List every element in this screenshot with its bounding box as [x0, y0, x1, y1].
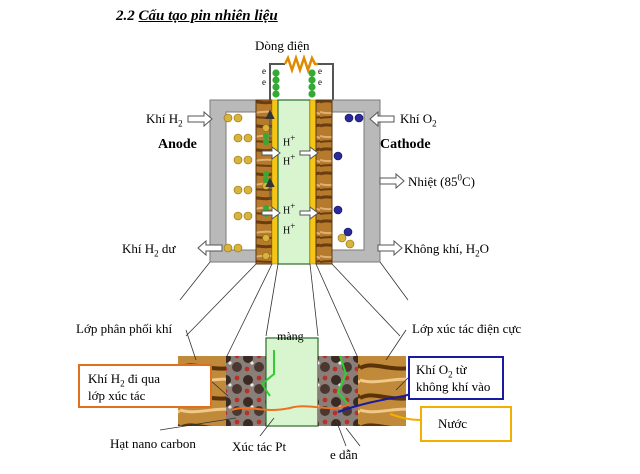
electron-stack-right	[308, 69, 316, 98]
cathode-frame	[329, 99, 381, 263]
conduction-paths	[231, 350, 431, 421]
section-title: Cấu tạo pin nhiên liệu	[138, 8, 278, 24]
proton-label-2: H+	[283, 152, 296, 168]
electron-stack-left	[272, 69, 280, 98]
water-callout-box: Nước	[420, 406, 512, 442]
left-catalyst-layer	[226, 356, 266, 426]
h2-in-arrow	[187, 110, 213, 128]
water-label: Nước	[438, 416, 468, 431]
h2-box-line1: Khí H2 đi qua	[88, 371, 161, 389]
air-out-post: O	[479, 241, 490, 256]
h2-out-text: Khí H	[122, 241, 155, 256]
air-out-sub: 2	[475, 248, 480, 259]
pt-catalyst-label: Xúc tác Pt	[232, 439, 287, 454]
o2-callout-box: Khí O2 từ không khí vào	[408, 356, 504, 400]
heat-pre: Nhiệt (85	[408, 174, 458, 189]
external-circuit	[269, 54, 334, 100]
proton-label-4: H+	[283, 221, 296, 237]
section-number: 2.2	[116, 8, 135, 24]
heat-label: Nhiệt (850C)	[408, 172, 475, 189]
air-out-label: Không khí, H2O	[404, 241, 490, 258]
cathode-label: Cathode	[380, 137, 431, 152]
current-label: Dòng điện	[255, 38, 310, 53]
cathode-diffusion-layer	[315, 99, 333, 265]
h2-box-line2: lớp xúc tác	[88, 388, 146, 403]
cathode-catalyst-strip	[309, 99, 317, 265]
o2-box-line2: không khí vào	[416, 379, 491, 394]
proton-label-3: H+	[283, 201, 296, 217]
membrane-label: màng	[277, 329, 304, 343]
e-conduct-label: e dẫn	[330, 447, 358, 462]
o2-in-text: Khí O	[400, 111, 433, 126]
h2-in-label: Khí H2	[146, 111, 183, 128]
anode-label: Anode	[158, 137, 197, 152]
o2-in-label: Khí O2	[400, 111, 437, 128]
membrane	[277, 99, 311, 265]
heat-post: C)	[461, 174, 475, 189]
air-out-arrow	[377, 239, 403, 257]
o2-in-sub: 2	[432, 118, 437, 129]
h2-out-label: Khí H2 dư	[122, 241, 176, 258]
o2-in-arrow	[369, 110, 395, 128]
h2-out-post: dư	[158, 241, 176, 256]
right-gas-diffusion-layer	[358, 356, 406, 426]
electron-label-left-2: e	[262, 77, 266, 87]
heat-sup: 0	[457, 172, 462, 183]
zoom-lines	[179, 261, 409, 359]
catalyst-layer-label: Lớp xúc tác điện cực	[412, 321, 522, 336]
heat-arrow	[379, 172, 405, 190]
o2-box-line1: Khí O2 từ	[416, 362, 467, 380]
resistor-icon	[283, 54, 318, 74]
air-out-text: Không khí, H	[404, 241, 476, 256]
callout-lines	[159, 329, 411, 447]
o2-particles	[333, 113, 364, 237]
electron-label-left-1: e	[262, 66, 266, 76]
electron-label-right-1: e	[318, 66, 322, 76]
h2-in-text: Khí H	[146, 111, 179, 126]
gas-arrows	[187, 110, 405, 257]
h2-callout-box: Khí H2 đi qua lớp xúc tác	[78, 364, 212, 408]
h2-out-sub: 2	[154, 248, 159, 259]
section-heading: 2.2 Cấu tạo pin nhiên liệu	[116, 9, 278, 24]
nano-carbon-label: Hạt nano carbon	[110, 436, 196, 451]
proton-arrows	[261, 146, 319, 220]
anode-catalyst-strip	[271, 99, 279, 265]
h2-out-arrow	[197, 239, 223, 257]
electron-label-right-2: e	[318, 77, 322, 87]
h2-in-sub: 2	[178, 118, 183, 129]
gas-diffusion-label: Lớp phân phối khí	[76, 321, 173, 336]
proton-label-1: H+	[283, 133, 296, 149]
